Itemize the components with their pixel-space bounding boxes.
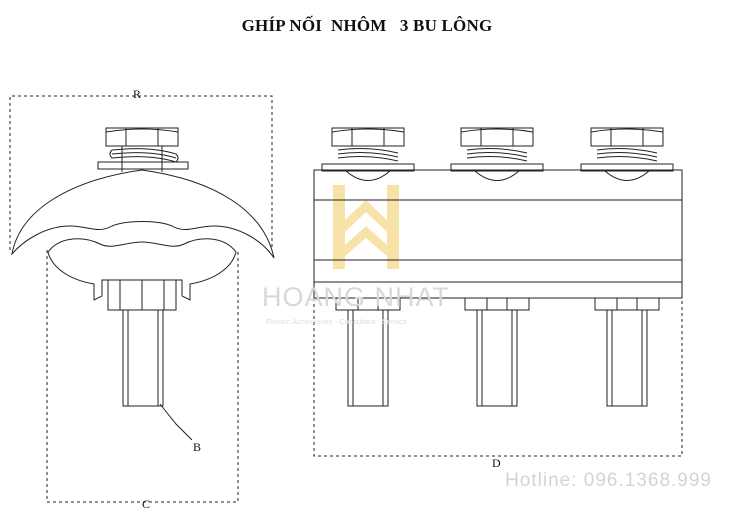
front-bolt-1	[321, 127, 415, 407]
drawing-title: GHÍP NỐI NHÔM 3 BU LÔNG	[241, 16, 493, 35]
front-bolt-shank	[606, 309, 648, 407]
front-bottom-nut	[594, 297, 660, 311]
dimension-c-label: C	[142, 497, 151, 511]
dimension-d-outline	[313, 298, 683, 457]
watermark-brand: HOANG NHAT	[262, 282, 451, 312]
dimension-b-leader	[159, 403, 193, 441]
top-nut	[105, 127, 179, 147]
front-dome	[345, 170, 391, 181]
front-bolt-2	[450, 127, 544, 407]
front-top-nut	[331, 127, 405, 147]
hotline-text: Hotline: 096.1368.999	[505, 470, 712, 491]
lower-saddle	[47, 238, 237, 301]
front-dome	[474, 170, 520, 181]
side-view	[9, 95, 275, 503]
front-bottom-nut	[464, 297, 530, 311]
watermark-logo	[333, 185, 399, 269]
front-bolt-3	[580, 127, 674, 407]
front-washer	[321, 163, 415, 172]
dimension-c-outline	[46, 250, 239, 503]
front-top-nut	[590, 127, 664, 147]
front-bolt-shank	[347, 309, 389, 407]
top-washer	[97, 161, 189, 170]
front-bolts	[321, 127, 674, 407]
front-bolt-shank	[476, 309, 518, 407]
dimension-r-label: R	[133, 87, 142, 101]
front-top-nut	[460, 127, 534, 147]
front-dome	[604, 170, 650, 181]
dimension-b-label: B	[193, 440, 202, 454]
dimension-r-outline	[9, 95, 273, 250]
dimension-d-label: D	[492, 456, 501, 470]
bolt-shank	[122, 309, 164, 407]
front-view	[313, 169, 683, 457]
upper-saddle	[11, 169, 275, 259]
watermark-tagline: Electric Accessories - Consultant - Serv…	[266, 317, 407, 326]
spring	[109, 148, 179, 163]
front-washer	[450, 163, 544, 172]
front-washer	[580, 163, 674, 172]
